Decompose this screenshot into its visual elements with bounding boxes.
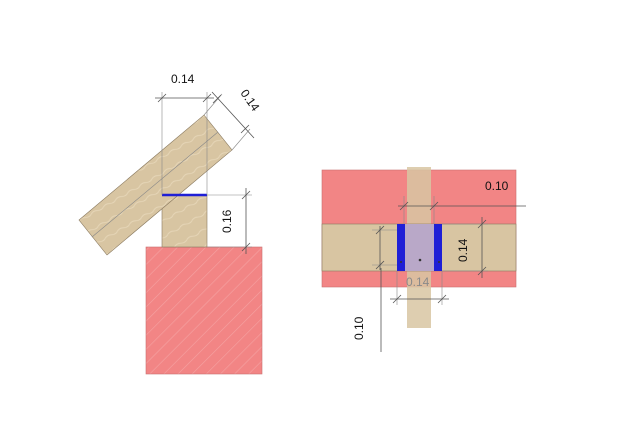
dim-top-offset: 0.10	[398, 179, 526, 224]
dim-top-width-label: 0.14	[171, 72, 195, 86]
dim-post-height-label: 0.16	[220, 209, 234, 233]
dim-vertical-offset-label: 0.10	[352, 316, 366, 340]
connector-bolt	[438, 261, 440, 263]
connector-center-point	[418, 258, 422, 262]
left-view: 0.14 0.14 0.16	[78, 72, 263, 375]
rafter-grain-line	[91, 131, 219, 238]
concrete-block[interactable]	[145, 246, 263, 375]
dim-beam-height: 0.14	[442, 217, 488, 278]
rafter-beam[interactable]	[78, 114, 233, 256]
dim-vertical-offset: 0.10	[352, 268, 382, 352]
connector-flange-right	[434, 224, 442, 271]
connector-flange-left	[397, 224, 405, 271]
dim-post-height: 0.16	[207, 188, 252, 254]
dim-top-width: 0.14	[155, 72, 214, 195]
dim-post-width: 0.14	[390, 271, 449, 305]
dim-rafter-width-label: 0.14	[238, 87, 263, 114]
dim-post-width-label: 0.14	[406, 275, 430, 289]
connector-bolt	[400, 261, 402, 263]
dim-beam-height-label: 0.14	[456, 238, 470, 262]
dim-top-offset-label: 0.10	[485, 179, 509, 193]
dim-beam-left-ticks	[372, 225, 397, 270]
timber-post[interactable]	[161, 194, 208, 248]
right-view: 0.10 0.14 0.14	[321, 167, 526, 352]
